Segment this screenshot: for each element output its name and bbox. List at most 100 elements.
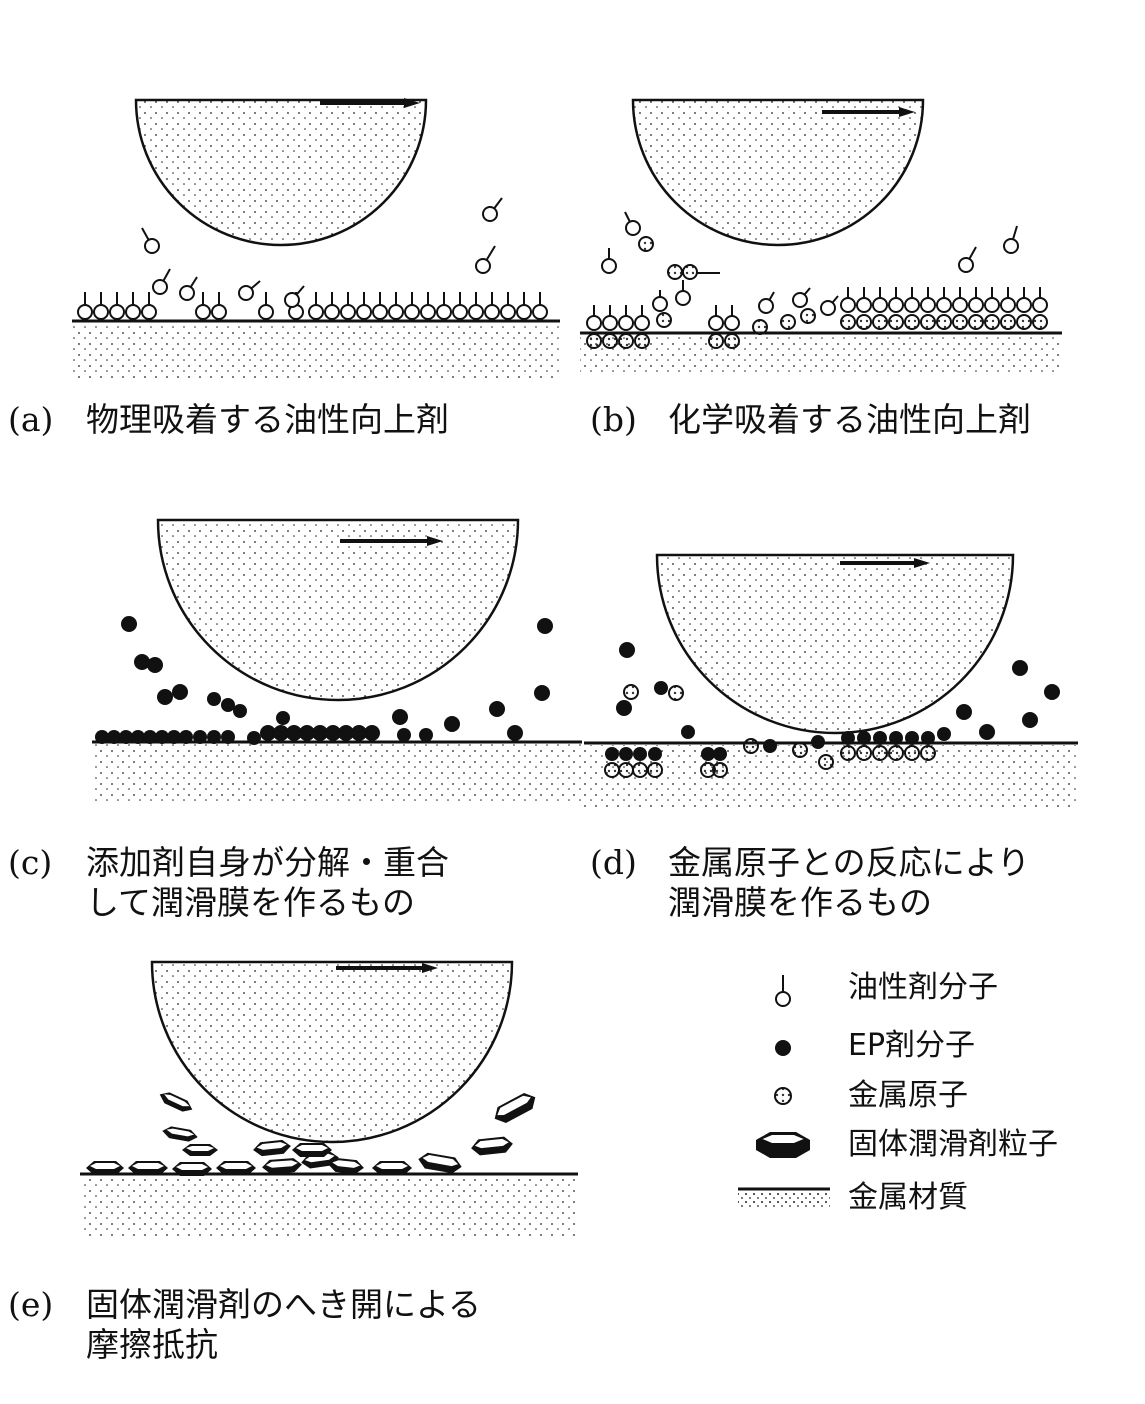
- solid-lubricant-face: [296, 1145, 328, 1151]
- caption-a-text: 物理吸着する油性向上剤: [86, 400, 449, 439]
- oiliness-molecule: [452, 304, 468, 320]
- oiliness-molecule: [1000, 297, 1016, 313]
- oiliness-molecule: [904, 297, 920, 313]
- legend-ep-label: EP剤分子: [848, 1028, 976, 1063]
- ep-molecule: [299, 725, 315, 741]
- oiliness-molecule: [141, 304, 157, 320]
- metal-atom: [904, 745, 920, 761]
- rolling-ball: [150, 960, 514, 1144]
- metal-atom: [818, 754, 834, 770]
- metal-substrate: [92, 744, 582, 804]
- metal-atom: [936, 314, 952, 330]
- metal-atom: [792, 742, 808, 758]
- oiliness-molecule: [888, 297, 904, 313]
- panel-d-figure: [584, 553, 1078, 807]
- ep-molecule: [107, 730, 121, 744]
- oiliness-molecule: [872, 297, 888, 313]
- oiliness-molecule: [586, 315, 602, 331]
- ep-molecule: [873, 731, 887, 745]
- oiliness-molecule: [820, 300, 836, 316]
- oiliness-molecule: [238, 285, 254, 301]
- metal-atom: [780, 314, 796, 330]
- metal-atom: [952, 314, 968, 330]
- ep-molecule: [134, 654, 150, 670]
- solid-lubricant-face: [376, 1163, 408, 1169]
- ep-molecule: [921, 731, 935, 745]
- solid-lubricant-face: [497, 1095, 531, 1116]
- oiliness-molecule: [952, 297, 968, 313]
- metal-atom: [920, 745, 936, 761]
- oiliness-molecule: [109, 304, 125, 320]
- metal-atom: [872, 745, 888, 761]
- ep-molecule: [121, 616, 137, 632]
- arrow-head: [427, 536, 443, 546]
- metal-atom: [800, 308, 816, 324]
- ep-molecule: [763, 739, 777, 753]
- oiliness-molecule: [468, 304, 484, 320]
- arrow-head: [914, 558, 930, 568]
- solid-lubricant-face: [474, 1138, 509, 1149]
- metal-atom: [968, 314, 984, 330]
- ep-molecule: [1012, 660, 1028, 676]
- ep-molecule: [172, 684, 188, 700]
- oiliness-molecule: [625, 220, 641, 236]
- ep-molecule: [841, 731, 855, 745]
- metal-atom: [668, 685, 684, 701]
- oiliness-molecule-icon: [775, 975, 791, 1007]
- oiliness-molecule: [144, 238, 160, 254]
- caption-e-text-2: 摩擦抵抗: [86, 1325, 218, 1364]
- metal-atom: [984, 314, 1000, 330]
- metal-substrate: [584, 745, 1078, 807]
- oiliness-molecule: [602, 315, 618, 331]
- solid-lubricant-face: [265, 1160, 298, 1168]
- ep-molecule: [701, 747, 715, 761]
- legend-metal-material-label: 金属材質: [848, 1180, 968, 1215]
- oiliness-molecule: [93, 304, 109, 320]
- oiliness-molecule: [77, 304, 93, 320]
- oiliness-molecule: [211, 304, 227, 320]
- solid-lubricant-face: [132, 1163, 164, 1169]
- oiliness-molecule: [284, 292, 300, 308]
- ep-molecule: [956, 704, 972, 720]
- metal-substrate: [80, 1176, 578, 1238]
- oiliness-molecule: [532, 304, 548, 320]
- oiliness-molecule: [372, 304, 388, 320]
- metal-atom: [623, 684, 639, 700]
- ep-molecule: [681, 725, 695, 739]
- ep-molecule: [392, 709, 408, 725]
- oiliness-molecule: [984, 297, 1000, 313]
- metal-atom: [708, 333, 724, 349]
- solid-lubricant-face: [256, 1142, 287, 1150]
- ep-molecule: [312, 725, 328, 741]
- ep-molecule: [537, 618, 553, 634]
- metal-atom: [840, 314, 856, 330]
- panel-c-figure: [92, 518, 582, 804]
- metal-atom: [752, 319, 768, 335]
- oiliness-molecule: [601, 258, 617, 274]
- ep-molecule: [444, 716, 460, 732]
- ep-molecule: [131, 730, 145, 744]
- oiliness-molecule: [1003, 238, 1019, 254]
- caption-d-text-2: 潤滑膜を作るもの: [668, 883, 932, 922]
- ep-molecule: [619, 642, 635, 658]
- ep-molecule: [338, 725, 354, 741]
- ep-molecule: [1044, 684, 1060, 700]
- rolling-ball: [655, 553, 1015, 735]
- oiliness-molecule: [420, 304, 436, 320]
- oiliness-molecule: [404, 304, 420, 320]
- metal-atom: [634, 333, 650, 349]
- ep-molecule: [889, 731, 903, 745]
- oiliness-molecule: [324, 304, 340, 320]
- ep-molecule: [221, 698, 235, 712]
- ep-molecule: [273, 725, 289, 741]
- metal-atom: [920, 314, 936, 330]
- ep-molecule: [143, 730, 157, 744]
- oiliness-molecule: [125, 304, 141, 320]
- caption-c-text-1: 添加剤自身が分解・重合: [86, 843, 449, 882]
- ep-molecule: [286, 725, 302, 741]
- ep-molecule: [247, 731, 261, 745]
- oiliness-molecule: [195, 304, 211, 320]
- rolling-ball: [134, 98, 428, 247]
- solid-lubricant-face: [166, 1128, 195, 1137]
